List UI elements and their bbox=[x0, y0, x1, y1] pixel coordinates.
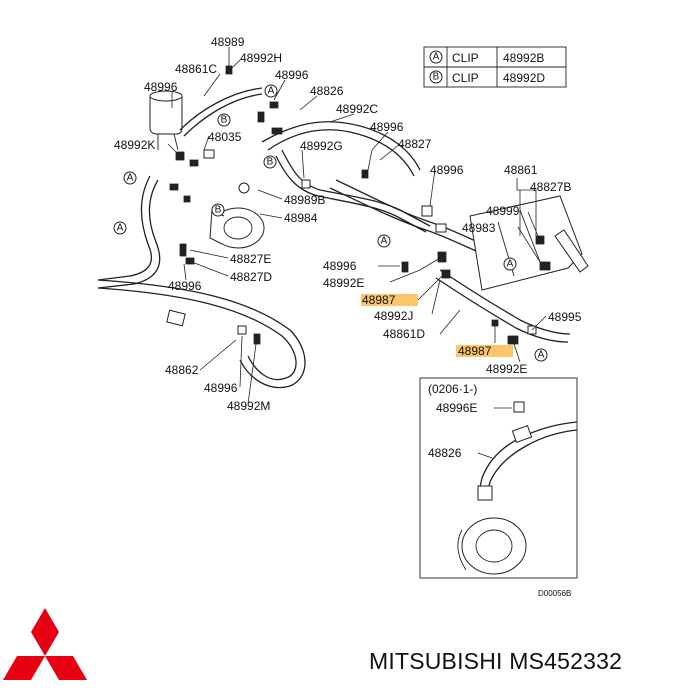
label-48987-a: 48987 bbox=[362, 293, 396, 307]
legend-symbol-b-text: B bbox=[433, 72, 440, 83]
brand-title: MITSUBISHI MS452332 bbox=[369, 648, 623, 674]
label-48861c: 48861C bbox=[175, 62, 217, 76]
legend-kind-b: CLIP bbox=[452, 71, 479, 85]
part-labels: 48989 48992H 48861C 48996 48996 48826 48… bbox=[114, 35, 582, 413]
label-48827: 48827 bbox=[398, 137, 432, 151]
legend-symbol-a-text: A bbox=[433, 52, 440, 63]
inset-detail: (0206·1-) 48996E 48826 bbox=[419, 377, 578, 579]
inset-label-48996e: 48996E bbox=[436, 401, 477, 415]
label-48996-c: 48996 bbox=[370, 120, 404, 134]
legend-part-a: 48992B bbox=[503, 51, 544, 65]
label-48996-d: 48996 bbox=[430, 163, 464, 177]
legend-part-b: 48992D bbox=[503, 71, 545, 85]
svg-text:A: A bbox=[507, 259, 514, 270]
brand-area bbox=[3, 608, 87, 680]
highlight-48987-a bbox=[361, 294, 418, 306]
label-48992j: 48992J bbox=[374, 309, 413, 323]
svg-text:A: A bbox=[127, 173, 134, 184]
label-48827d: 48827D bbox=[230, 270, 272, 284]
label-48827e: 48827E bbox=[230, 252, 271, 266]
label-48989b: 48989B bbox=[284, 193, 325, 207]
label-48995: 48995 bbox=[548, 310, 582, 324]
fittings bbox=[169, 65, 551, 345]
clip-legend-table: A CLIP 48992B B CLIP 48992D bbox=[423, 46, 567, 88]
label-48861d: 48861D bbox=[383, 327, 425, 341]
label-48996-b: 48996 bbox=[275, 68, 309, 82]
label-48984: 48984 bbox=[284, 211, 318, 225]
label-48999: 48999 bbox=[486, 204, 520, 218]
svg-text:A: A bbox=[538, 350, 545, 361]
svg-text:B: B bbox=[215, 205, 222, 216]
reservoir-tank bbox=[149, 90, 183, 151]
highlight-48987-b bbox=[456, 345, 513, 357]
label-48996-g: 48996 bbox=[204, 381, 238, 395]
label-48992e-b: 48992E bbox=[486, 362, 527, 376]
hose-lines bbox=[97, 87, 571, 389]
label-48992m: 48992M bbox=[227, 399, 270, 413]
label-48983: 48983 bbox=[462, 221, 496, 235]
label-48826-a: 48826 bbox=[310, 84, 344, 98]
label-48992e: 48992E bbox=[323, 276, 364, 290]
label-48992g: 48992G bbox=[300, 139, 343, 153]
legend-kind-a: CLIP bbox=[452, 51, 479, 65]
pump-unit bbox=[209, 182, 265, 249]
inset-header: (0206·1-) bbox=[428, 382, 477, 396]
label-48992k: 48992K bbox=[114, 138, 155, 152]
label-48996-f: 48996 bbox=[323, 259, 357, 273]
svg-text:A: A bbox=[268, 86, 275, 97]
svg-text:B: B bbox=[221, 115, 228, 126]
label-48992h: 48992H bbox=[240, 51, 282, 65]
label-48996-a: 48996 bbox=[144, 80, 178, 94]
label-48989: 48989 bbox=[211, 35, 245, 49]
label-48861: 48861 bbox=[504, 163, 538, 177]
mitsubishi-logo-icon bbox=[3, 608, 87, 680]
leader-lines bbox=[167, 47, 547, 405]
label-48035: 48035 bbox=[208, 130, 242, 144]
clip-markers: A A B A B B A A A bbox=[113, 84, 548, 362]
label-48827b: 48827B bbox=[530, 180, 571, 194]
label-48996-e: 48996 bbox=[168, 279, 202, 293]
label-48987-b: 48987 bbox=[458, 344, 492, 358]
svg-text:A: A bbox=[381, 236, 388, 247]
drawing-code: D00056B bbox=[538, 589, 571, 598]
legend-symbol-b bbox=[429, 70, 443, 84]
inset-label-48826: 48826 bbox=[428, 446, 462, 460]
steering-gear bbox=[469, 195, 589, 291]
label-48992c: 48992C bbox=[336, 102, 378, 116]
svg-text:A: A bbox=[117, 223, 124, 234]
legend-symbol-a bbox=[429, 50, 443, 64]
label-48862: 48862 bbox=[165, 363, 199, 377]
svg-text:B: B bbox=[267, 157, 274, 168]
